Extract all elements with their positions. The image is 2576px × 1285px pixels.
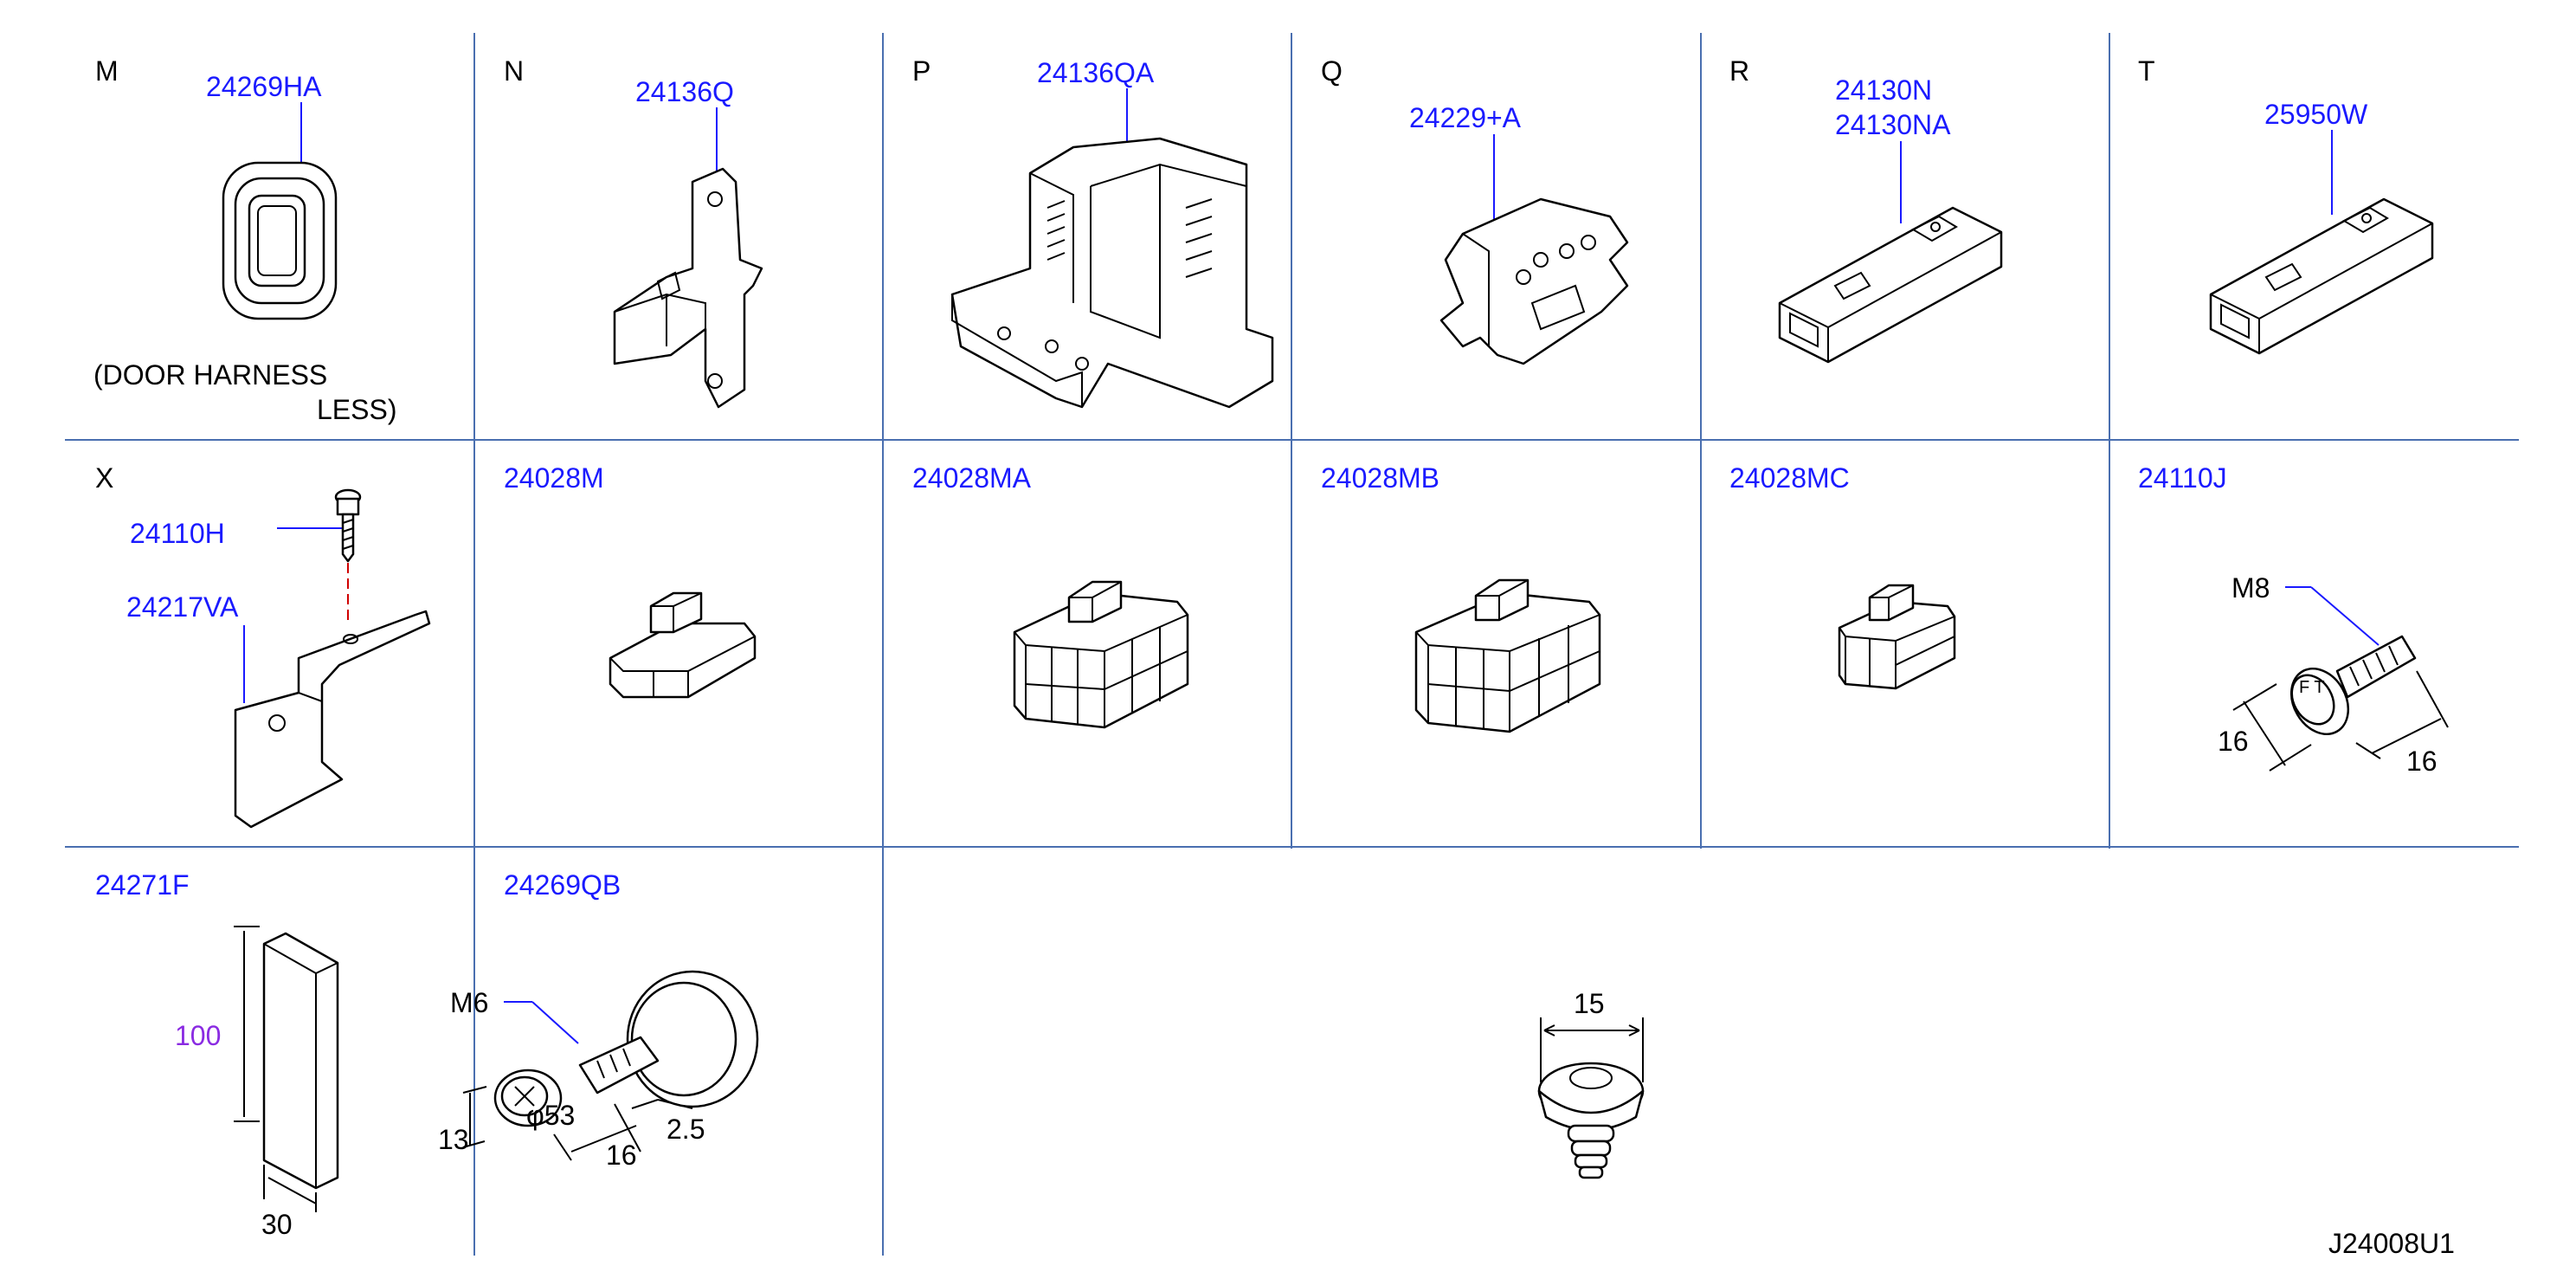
part-number[interactable]: 24028MB [1321, 462, 1439, 494]
grommet-part [222, 161, 338, 320]
height-dimension: 100 [175, 1020, 221, 1051]
part-number-1[interactable]: 24130N [1835, 74, 1932, 106]
clip-part [1439, 197, 1629, 365]
dimension-16: 16 [606, 1140, 637, 1171]
part-number[interactable]: 24110J [2138, 462, 2227, 494]
note-line-1: (DOOR HARNESS [93, 359, 327, 391]
cell-letter: Q [1321, 55, 1343, 87]
dimension-lines [462, 1086, 693, 1161]
cell-T: T 25950W [2138, 55, 2434, 355]
fuse-holder-part [2209, 197, 2434, 355]
part-number[interactable]: 24028MA [912, 462, 1032, 494]
part-number[interactable]: 24028MC [1729, 462, 1850, 494]
part-number[interactable]: 24229+A [1409, 102, 1522, 133]
cell-R: R 24130N 24130NA [1729, 55, 2003, 364]
part-number-2[interactable]: 24217VA [126, 591, 239, 623]
tape-pad-part [262, 932, 339, 1190]
cell-P: P 24136QA [912, 55, 1274, 409]
width-dimension: 30 [261, 1209, 293, 1240]
connector-bracket-part [950, 137, 1274, 409]
cell-24028MA: 24028MA [912, 462, 1189, 729]
cell-M: M 24269HA (DOOR HARNESS LESS) [93, 55, 396, 425]
screw-part [334, 488, 362, 623]
part-number[interactable]: 25950W [2264, 99, 2368, 130]
part-number-1[interactable]: 24110H [130, 518, 225, 549]
dimension-lines [1540, 1017, 1644, 1082]
thread-label: M6 [450, 987, 488, 1018]
bracket-part [234, 610, 431, 829]
thread-label: M8 [2231, 572, 2270, 604]
cell-24110J: 24110J M8 F T 16 16 [2138, 462, 2449, 777]
part-number[interactable]: 24269QB [504, 869, 621, 901]
cell-24269QB: 24269QB M6 13 φ53 16 2.5 [438, 869, 759, 1171]
cell-letter: T [2138, 55, 2155, 87]
cell-24028MB: 24028MB [1321, 462, 1601, 733]
note-line-2: LESS) [317, 394, 396, 425]
dimension-lines [2232, 670, 2449, 772]
bolt-head-mark: F T [2299, 678, 2325, 697]
dimension-2-5: 2.5 [667, 1114, 705, 1145]
push-clip-part [1537, 1062, 1645, 1179]
dimension-lines [234, 926, 317, 1212]
cell-letter: P [912, 55, 931, 87]
part-number[interactable]: 24136QA [1037, 57, 1155, 88]
cell-letter: R [1729, 55, 1749, 87]
dimension-13: 13 [438, 1124, 469, 1155]
connector-part [1013, 580, 1189, 729]
diagram-code: J24008U1 [2328, 1228, 2455, 1259]
part-number[interactable]: 24269HA [206, 71, 322, 102]
grid-lines [65, 33, 2519, 1256]
bolt-part: F T [2289, 635, 2417, 735]
cell-letter: M [95, 55, 119, 87]
dimension-2: 16 [2406, 746, 2438, 777]
cell-X: X 24110H 24217VA [95, 462, 431, 829]
cell-24028M: 24028M [504, 462, 757, 699]
cell-letter: N [504, 55, 524, 87]
dimension-15: 15 [1574, 988, 1605, 1019]
part-number[interactable]: 24028M [504, 462, 604, 494]
part-number-2[interactable]: 24130NA [1835, 109, 1951, 140]
cell-24028MC: 24028MC [1729, 462, 1956, 690]
clip-bracket-part [613, 167, 763, 409]
cell-Q: Q 24229+A [1321, 55, 1629, 365]
fuse-holder-part [1778, 206, 2003, 364]
grommet-bolt-part [493, 970, 759, 1127]
part-number[interactable]: 24136Q [635, 76, 734, 107]
cell-24271F: 24271F 100 30 [95, 869, 339, 1240]
connector-part [609, 591, 757, 699]
dimension-phi53: φ53 [526, 1100, 575, 1131]
cell-N: N 24136Q [504, 55, 763, 409]
cell-clip: 15 [1537, 988, 1645, 1179]
part-number[interactable]: 24271F [95, 869, 190, 901]
dimension-1: 16 [2218, 726, 2249, 757]
connector-part [1838, 584, 1956, 690]
cell-letter: X [95, 462, 113, 494]
connector-part [1414, 578, 1601, 733]
